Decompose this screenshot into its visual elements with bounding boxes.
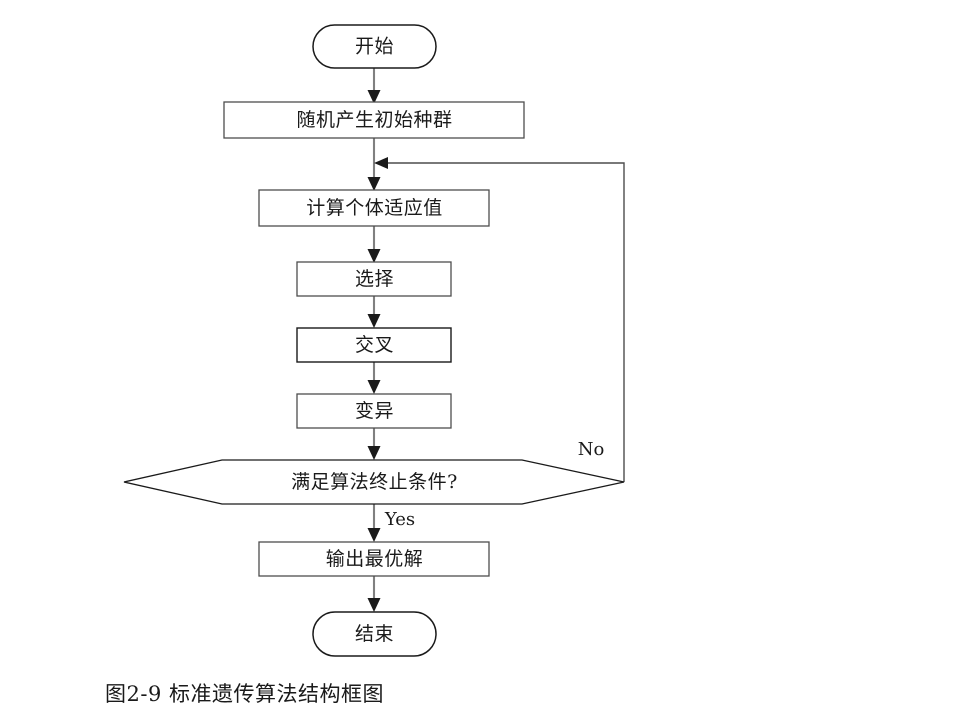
figure-caption: 图2-9 标准遗传算法结构框图 <box>105 682 384 706</box>
node-start[interactable]: 开始 <box>312 24 437 69</box>
edge-init-to-fitness <box>367 138 381 191</box>
edge-start-to-init <box>367 68 381 104</box>
edge-label-yes: Yes <box>384 509 415 530</box>
node-calc-fitness-label: 计算个体适应值 <box>306 197 443 219</box>
edge-output-to-end <box>367 576 381 612</box>
node-output-best-solution-label: 输出最优解 <box>326 548 424 570</box>
edge-fitness-to-select <box>367 226 381 263</box>
node-end[interactable]: 结束 <box>312 611 437 657</box>
node-termination-decision[interactable]: 满足算法终止条件? <box>123 459 625 505</box>
node-end-label: 结束 <box>355 623 394 645</box>
node-start-label: 开始 <box>355 36 394 58</box>
edge-mutation-to-decision <box>367 428 381 460</box>
node-mutation-label: 变异 <box>355 400 394 422</box>
edge-decision-no-feedback-loop <box>374 157 625 482</box>
node-mutation[interactable]: 变异 <box>296 393 452 429</box>
edge-label-no: No <box>578 439 605 460</box>
node-calc-fitness[interactable]: 计算个体适应值 <box>258 189 490 227</box>
node-crossover[interactable]: 交叉 <box>296 327 452 363</box>
node-crossover-label: 交叉 <box>355 334 394 356</box>
node-selection[interactable]: 选择 <box>296 261 452 297</box>
node-init-population-label: 随机产生初始种群 <box>296 109 452 131</box>
edge-select-to-crossover <box>367 296 381 328</box>
edge-decision-to-output-yes <box>367 504 381 542</box>
edge-crossover-to-mutation <box>367 362 381 394</box>
node-init-population[interactable]: 随机产生初始种群 <box>223 101 525 139</box>
node-output-best-solution[interactable]: 输出最优解 <box>258 541 490 577</box>
node-termination-decision-label: 满足算法终止条件? <box>291 471 458 493</box>
node-selection-label: 选择 <box>355 268 394 290</box>
